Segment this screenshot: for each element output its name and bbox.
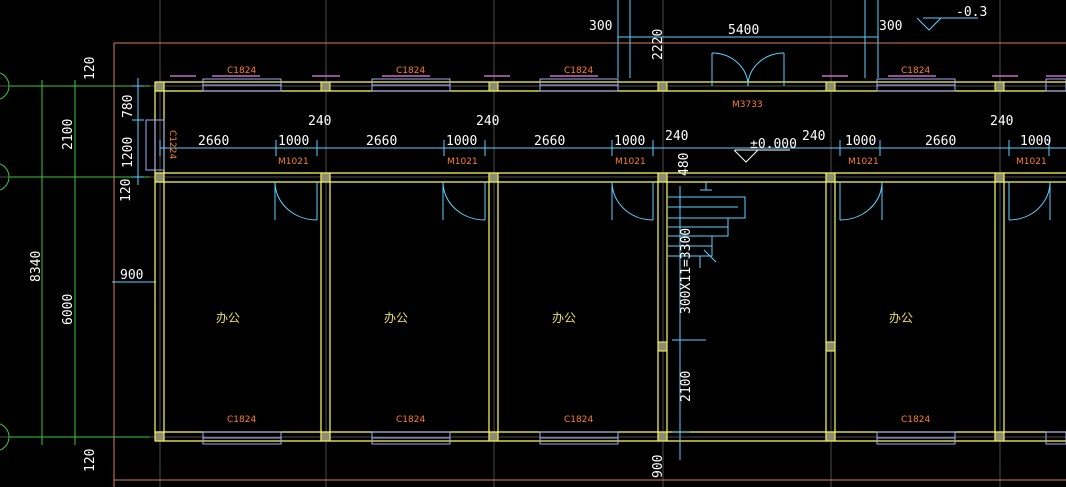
dim-2100-stair: 2100 [679, 371, 694, 402]
dim-240-3: 240 [665, 129, 688, 144]
dim-corridor-2660-1: 2660 [198, 134, 229, 149]
door-label-m1021-1: M1021 [278, 157, 309, 167]
dim-corridor-1000-2: 1000 [446, 134, 477, 149]
window-label-top-2: C1824 [396, 66, 425, 76]
room-label-1: 办公 [216, 310, 240, 325]
corridor-dimension-line [159, 140, 1066, 156]
level-floor: ±0.000 [750, 137, 797, 152]
window-label-c1224: C1224 [167, 130, 177, 159]
dim-240-4: 240 [802, 129, 825, 144]
level-floor-marker [733, 149, 790, 163]
dim-1200: 1200 [121, 137, 136, 168]
top-dimension-lines [617, 0, 978, 78]
dim-780: 780 [121, 95, 136, 118]
dim-corridor-1000-5: 1000 [1020, 134, 1051, 149]
dim-5400: 5400 [728, 23, 759, 38]
window-label-top-3: C1824 [564, 66, 593, 76]
dim-240-1: 240 [308, 114, 331, 129]
door-label-m1021-5: M1021 [1016, 157, 1047, 167]
room-label-2: 办公 [384, 310, 408, 325]
dim-120-bottom: 120 [83, 449, 98, 472]
dim-6000: 6000 [61, 294, 76, 325]
walls [154, 81, 1066, 442]
dim-300-left: 300 [589, 19, 612, 34]
dim-corridor-1000-4: 1000 [845, 134, 876, 149]
dim-corridor-1000-1: 1000 [278, 134, 309, 149]
window-label-bottom-4: C1824 [901, 415, 930, 425]
dim-2100-left: 2100 [61, 119, 76, 150]
left-dimension-ticks [112, 78, 156, 283]
stair-run: 300X11=3300 [679, 228, 694, 314]
structural-columns [154, 81, 1005, 442]
level-outside: -0.3 [956, 5, 987, 20]
dim-corridor-2660-3: 2660 [534, 134, 565, 149]
dim-120-top: 120 [83, 57, 98, 80]
window-label-bottom-2: C1824 [396, 415, 425, 425]
dim-900-left: 900 [120, 268, 143, 283]
door-label-m1021-2: M1021 [447, 157, 478, 167]
dim-120-mid: 120 [119, 179, 134, 202]
dim-300-right: 300 [879, 19, 902, 34]
window-label-top-4: C1824 [901, 66, 930, 76]
left-window [145, 119, 165, 171]
dim-240-2: 240 [476, 114, 499, 129]
room-label-3: 办公 [552, 310, 576, 325]
bottom-windows [202, 431, 1066, 445]
dim-corridor-1000-3: 1000 [614, 134, 645, 149]
dim-2220: 2220 [651, 29, 666, 60]
dim-corridor-2660-4: 2660 [925, 134, 956, 149]
door-label-m1021-4: M1021 [848, 157, 879, 167]
dim-900-bottom: 900 [651, 455, 666, 478]
dim-480: 480 [677, 153, 692, 176]
entrance-door [711, 52, 785, 87]
dim-240-5: 240 [990, 114, 1013, 129]
left-axis-markers [0, 72, 150, 451]
room-doors [274, 181, 1051, 221]
room-label-4: 办公 [889, 310, 913, 325]
window-label-top-1: C1824 [227, 66, 256, 76]
drawing-border [113, 42, 1066, 487]
staircase [668, 181, 746, 460]
window-label-bottom-3: C1824 [564, 415, 593, 425]
dim-corridor-2660-2: 2660 [366, 134, 397, 149]
window-label-bottom-1: C1824 [227, 415, 256, 425]
door-label-m1021-3: M1021 [615, 157, 646, 167]
top-windows [202, 78, 1066, 92]
dim-8340: 8340 [29, 251, 44, 282]
door-label-m3733: M3733 [732, 100, 763, 110]
